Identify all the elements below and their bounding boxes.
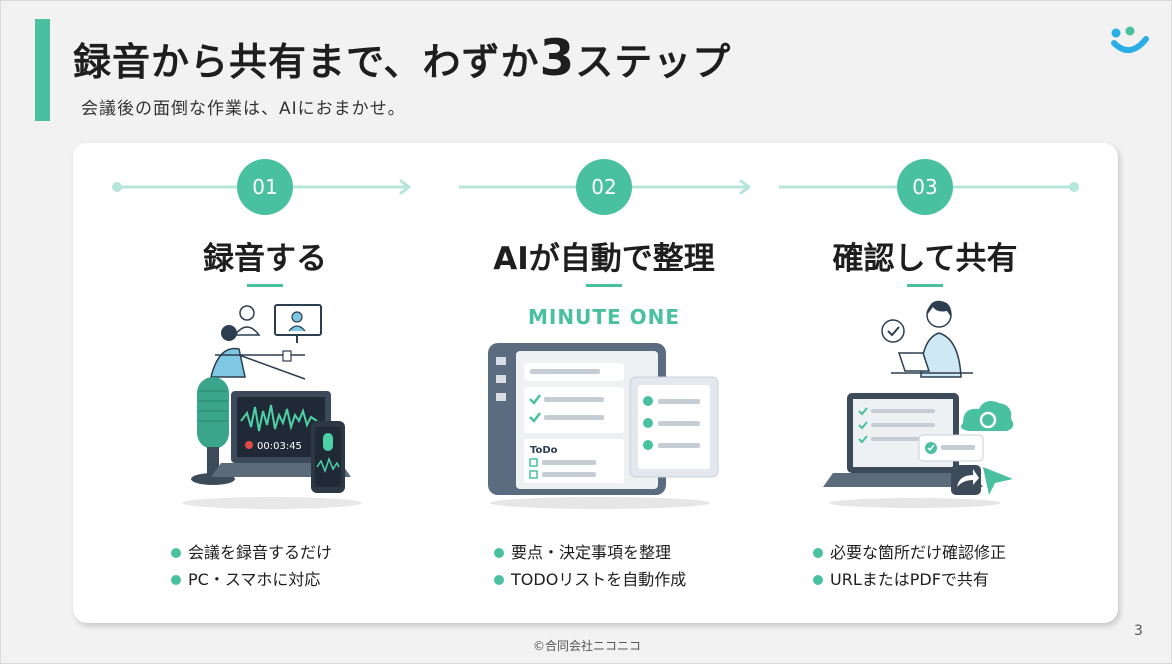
- slide-title: 録音から共有まで、わずか3ステップ: [73, 29, 731, 87]
- bullet-text: TODOリストを自動作成: [511, 570, 687, 589]
- title-underline: [586, 284, 622, 287]
- bullet-dot: [171, 574, 181, 585]
- bullet-text: URLまたはPDFで共有: [830, 570, 989, 589]
- bullet-dot: [813, 547, 823, 558]
- step-number-badge: 03: [897, 159, 953, 215]
- footer-copyright: ©合同会社ニコニコ: [532, 639, 641, 653]
- page-number: 3: [1134, 623, 1143, 639]
- ai-summary-app-icon: ToDo: [488, 343, 719, 509]
- bullet-dot: [813, 574, 823, 585]
- bullet-item: TODOリストを自動作成: [494, 566, 686, 593]
- step-bullets: 会議を録音するだけ PC・スマホに対応: [171, 539, 332, 593]
- step-bullets: 必要な箇所だけ確認修正 URLまたはPDFで共有: [813, 539, 1006, 593]
- slide-subtitle: 会議後の面倒な作業は、AIにおまかせ。: [81, 99, 406, 119]
- step-2: 02 AIが自動で整理 MINUTE ONE ToDo: [434, 143, 774, 623]
- bullet-dot: [494, 547, 504, 558]
- review-share-icon: [823, 393, 1014, 508]
- product-name: MINUTE ONE: [528, 305, 680, 329]
- step-title: 確認して共有: [832, 241, 1018, 277]
- bullet-item: PC・スマホに対応: [171, 566, 332, 593]
- bullet-text: PC・スマホに対応: [188, 570, 321, 589]
- title-accent-bar: [35, 19, 50, 121]
- bullet-item: URLまたはPDFで共有: [813, 566, 1006, 593]
- step-1: 01 録音する: [95, 143, 435, 623]
- todo-label: ToDo: [530, 445, 558, 456]
- step-number-badge: 02: [576, 159, 632, 215]
- step-number-badge: 01: [237, 159, 293, 215]
- brand-logo-icon: [1111, 26, 1149, 53]
- title-part1: 録音から共有まで、わずか: [73, 40, 540, 84]
- title-number: 3: [539, 29, 576, 87]
- title-part2: ステップ: [575, 40, 732, 84]
- title-underline: [247, 284, 283, 287]
- bullet-dot: [494, 574, 504, 585]
- person-laptop-icon: [881, 300, 973, 378]
- step-bullets: 要点・決定事項を整理 TODOリストを自動作成: [494, 539, 686, 593]
- bullet-item: 必要な箇所だけ確認修正: [813, 539, 1006, 566]
- recording-timer: 00:03:45: [257, 441, 302, 452]
- meeting-people-icon: [210, 304, 322, 380]
- bullet-dot: [171, 547, 181, 558]
- step-title: 録音する: [203, 241, 327, 277]
- bullet-item: 会議を録音するだけ: [171, 539, 332, 566]
- bullet-text: 必要な箇所だけ確認修正: [830, 543, 1007, 562]
- recording-devices-icon: 00:03:45: [182, 377, 362, 509]
- steps-card: 01 録音する: [73, 143, 1118, 623]
- bullet-text: 会議を録音するだけ: [188, 543, 333, 562]
- title-underline: [907, 284, 943, 287]
- bullet-item: 要点・決定事項を整理: [494, 539, 686, 566]
- step-title: AIが自動で整理: [493, 241, 715, 277]
- step-3: 03 確認して共有: [755, 143, 1095, 623]
- bullet-text: 要点・決定事項を整理: [511, 543, 672, 562]
